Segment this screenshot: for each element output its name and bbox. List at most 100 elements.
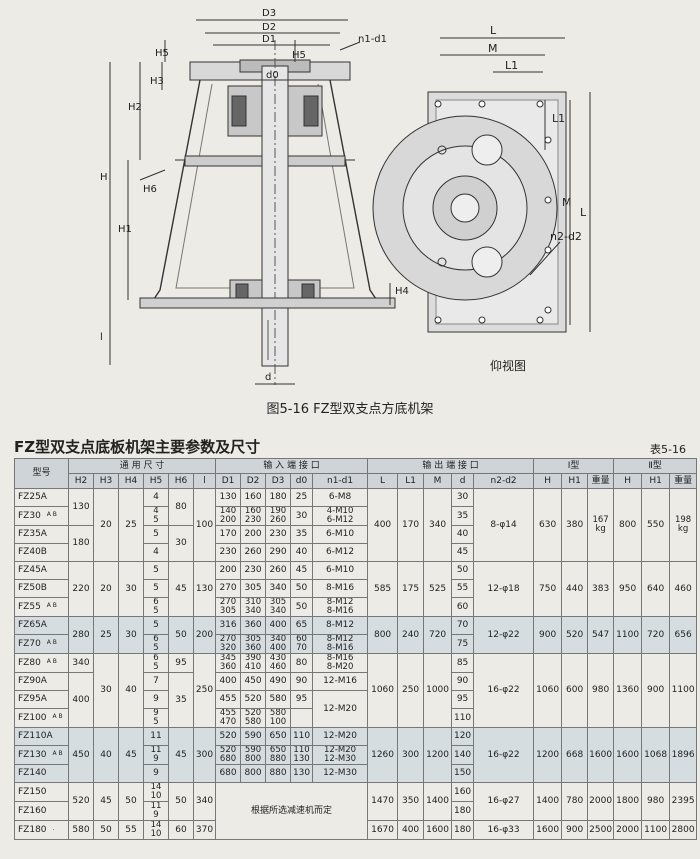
d0-cell: 50 <box>290 579 314 598</box>
d1-cell: 455 <box>215 690 242 709</box>
d0-cell: 90 <box>290 672 314 691</box>
out-d-cell: 180 <box>451 820 475 840</box>
n1-cell: 6-M10 <box>312 561 369 580</box>
out-l1-cell: 170 <box>397 488 425 562</box>
n1-cell: 8-M16 <box>312 579 369 598</box>
col-header-0: H2 <box>68 473 94 489</box>
model-cell: FZ65A <box>14 616 69 635</box>
label-d0: d0 <box>266 70 279 81</box>
t2-h-cell: 1800 <box>613 782 643 821</box>
out-l1-cell: 250 <box>397 653 425 728</box>
h6-cell: 80 <box>168 488 194 526</box>
table-title: FZ型双支点底板机架主要参数及尺寸 <box>14 438 261 456</box>
d3-cell: 490 <box>265 672 292 691</box>
h6-cell: 35 <box>168 672 194 728</box>
out-d-cell: 70 <box>451 616 475 635</box>
label-d2: D2 <box>262 22 276 33</box>
col-header-7: D2 <box>240 473 267 489</box>
h2-cell: 130 <box>68 488 94 526</box>
out-d-cell: 160 <box>451 782 475 802</box>
model-cell: FZ45A <box>14 561 69 580</box>
th-common: 通 用 尺 寸 <box>67 458 217 474</box>
col-header-10: n1-d1 <box>312 473 369 489</box>
out-l-cell: 585 <box>367 561 399 617</box>
n1-cell: 12-M20 <box>312 727 369 746</box>
t1-h-cell: 1200 <box>533 727 563 783</box>
d0-cell <box>290 708 314 728</box>
model-cell: FZ25A <box>14 488 69 507</box>
h5-cell: 7 <box>143 672 169 691</box>
h2-cell: 220 <box>68 561 94 617</box>
front-view <box>109 19 396 385</box>
d0-cell: 40 <box>290 543 314 562</box>
n2-cell: 16-φ33 <box>473 820 535 840</box>
col-header-6: D1 <box>215 473 242 489</box>
out-l1-cell: 350 <box>397 782 425 821</box>
d0-cell: 35 <box>290 525 314 544</box>
bottom-view <box>372 37 591 333</box>
n1-cell: 8-M12 <box>312 616 369 635</box>
h2-cell: 280 <box>68 616 94 654</box>
out-d-cell: 120 <box>451 727 475 746</box>
label-m-top: M <box>488 42 498 55</box>
out-d-cell: 35 <box>451 506 475 526</box>
h6-cell: 30 <box>168 525 194 562</box>
h3-cell: 20 <box>93 488 119 562</box>
out-d-cell: 110 <box>451 708 475 728</box>
label-h5-b: H5 <box>292 50 306 61</box>
out-d-cell: 60 <box>451 597 475 617</box>
d1-cell: 270 <box>215 579 242 598</box>
h3-cell: 20 <box>93 561 119 617</box>
t1-h-cell: 1060 <box>533 653 563 728</box>
h4-cell: 50 <box>118 782 144 821</box>
h5-cell: 5 <box>143 525 169 544</box>
label-h: H <box>100 172 108 183</box>
d0-cell: 45 <box>290 561 314 580</box>
d3-cell: 650 <box>265 727 292 746</box>
col-header-18: 重量 <box>587 473 615 489</box>
col-header-5: l <box>192 473 217 489</box>
h4-cell: 30 <box>118 561 144 617</box>
t2-weight-cell: 2800 <box>669 820 698 840</box>
model-cell: FZ40B <box>14 543 69 562</box>
n2-cell: 8-φ14 <box>473 488 535 562</box>
t1-h1-cell: 600 <box>561 653 589 728</box>
d3-cell: 580 <box>265 690 292 709</box>
d2-cell: 450 <box>240 672 267 691</box>
l-cell: 340 <box>192 782 217 821</box>
d1-cell: 400 <box>215 672 242 691</box>
h4-cell: 40 <box>118 653 144 728</box>
d0-cell: 50 <box>290 597 314 617</box>
col-header-9: d0 <box>290 473 314 489</box>
label-m-side: M <box>562 196 572 209</box>
h5-cell: 4 <box>143 543 169 562</box>
d3-cell: 180 <box>265 488 292 507</box>
h6-cell: 95 <box>168 653 194 673</box>
out-d-cell: 55 <box>451 579 475 598</box>
out-l1-cell: 400 <box>397 820 425 840</box>
label-l1-side: L1 <box>552 112 565 125</box>
out-l1-cell: 300 <box>397 727 425 783</box>
